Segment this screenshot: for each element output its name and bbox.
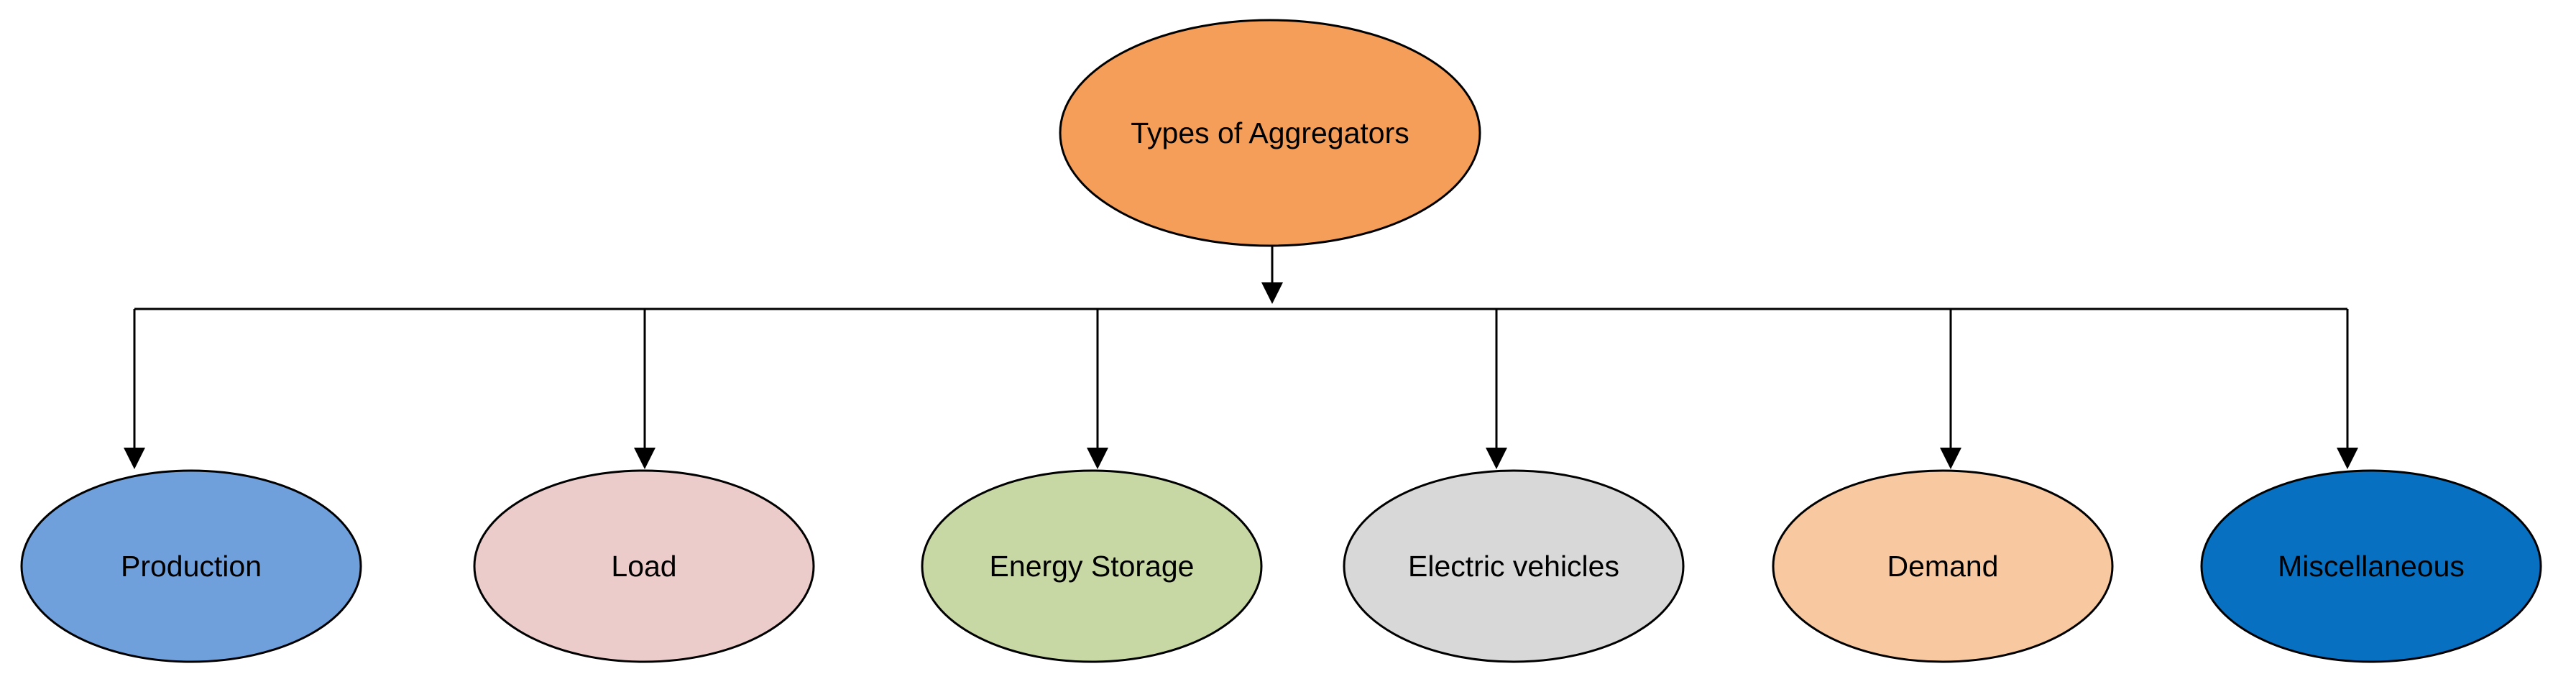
- root-node-shape: [1059, 19, 1481, 247]
- child-node-shape: [1772, 469, 2114, 663]
- child-node-miscellaneous: Miscellaneous: [2200, 469, 2542, 663]
- root-node-label: Types of Aggregators: [1131, 116, 1409, 149]
- child-node-load: Load: [473, 469, 815, 663]
- child-node-label: Miscellaneous: [2278, 550, 2465, 583]
- root-node: Types of Aggregators: [1059, 19, 1481, 247]
- connectors: [124, 246, 2358, 469]
- child-node-shape: [20, 469, 362, 663]
- child-node-production: Production: [20, 469, 362, 663]
- child-node-label: Energy Storage: [990, 550, 1195, 583]
- child-node-demand: Demand: [1772, 469, 2114, 663]
- child-node-shape: [921, 469, 1263, 663]
- child-node-energy-storage: Energy Storage: [921, 469, 1263, 663]
- child-node-shape: [2200, 469, 2542, 663]
- child-node-shape: [1343, 469, 1685, 663]
- child-node-label: Electric vehicles: [1408, 550, 1619, 583]
- child-node-label: Production: [121, 550, 262, 583]
- child-node-label: Demand: [1887, 550, 1999, 583]
- child-node-shape: [473, 469, 815, 663]
- child-node-electric-vehicles: Electric vehicles: [1343, 469, 1685, 663]
- child-node-label: Load: [611, 550, 676, 583]
